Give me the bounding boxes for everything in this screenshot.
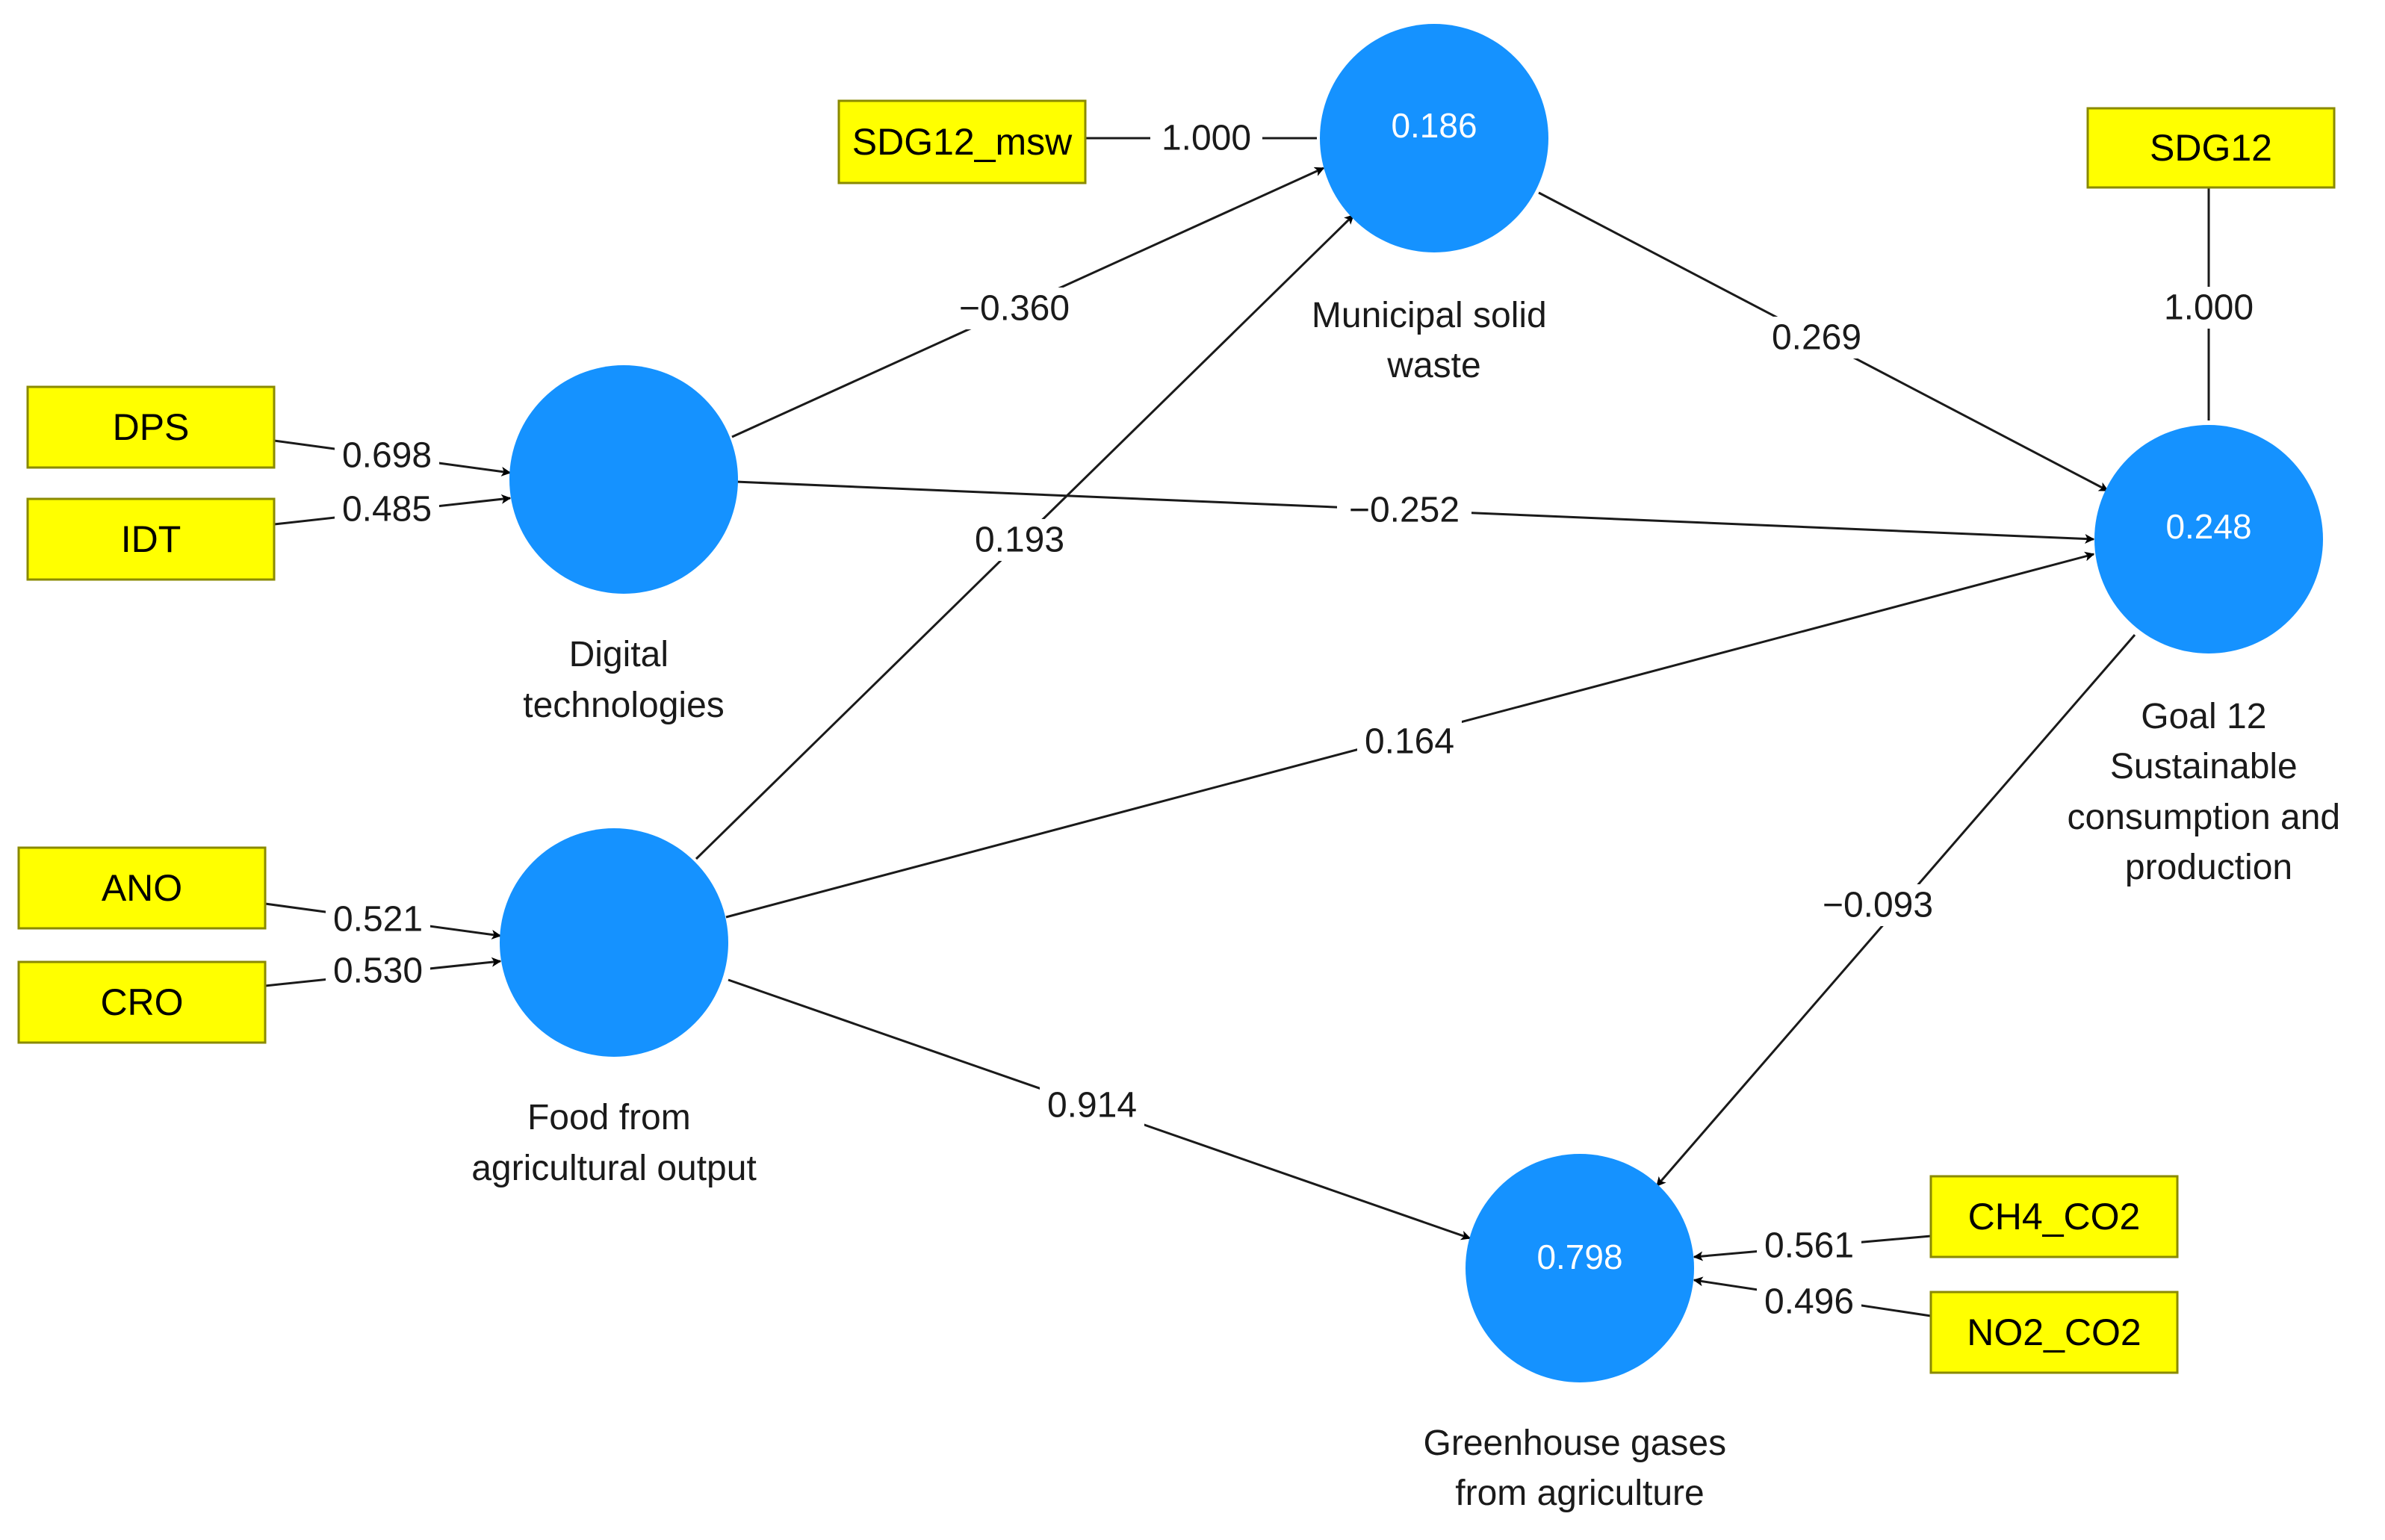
indicator-idt[interactable]: IDT <box>26 497 276 581</box>
svg-text:0.521: 0.521 <box>333 900 423 940</box>
loading-label-idt: 0.485 <box>335 488 439 530</box>
label-food-agricultural-output: Food from agricultural output <box>471 1098 757 1188</box>
construct-food-agricultural-output[interactable] <box>500 828 728 1057</box>
svg-text:0.269: 0.269 <box>1772 318 1861 358</box>
indicator-sdg12[interactable]: SDG12 <box>2086 107 2336 189</box>
path-label-food-msw: 0.193 <box>967 519 1072 561</box>
svg-text:SDG12: SDG12 <box>2150 127 2272 169</box>
svg-text:0.561: 0.561 <box>1764 1226 1854 1266</box>
svg-text:−0.360: −0.360 <box>959 289 1070 329</box>
svg-text:CH4_CO2: CH4_CO2 <box>1968 1196 2141 1238</box>
construct-goal-12[interactable]: 0.248 <box>2094 425 2323 653</box>
loading-label-cro: 0.530 <box>326 950 430 992</box>
svg-text:−0.093: −0.093 <box>1823 886 1933 925</box>
construct-labels: Municipal solid waste Digital technologi… <box>471 296 2351 1513</box>
label-goal-12: Goal 12 Sustainable consumption and prod… <box>2068 697 2351 887</box>
loading-label-sdg12-msw: 1.000 <box>1150 118 1262 160</box>
indicator-dps[interactable]: DPS <box>26 385 276 469</box>
indicator-cro[interactable]: CRO <box>17 960 267 1044</box>
path-label-food-ghg: 0.914 <box>1040 1084 1144 1126</box>
svg-text:0.698: 0.698 <box>342 436 432 476</box>
construct-greenhouse-gases[interactable]: 0.798 <box>1466 1154 1694 1382</box>
loading-label-ch4-co2: 0.561 <box>1757 1225 1861 1267</box>
svg-text:0.193: 0.193 <box>975 521 1064 560</box>
loading-label-no2-co2: 0.496 <box>1757 1281 1861 1323</box>
svg-text:0.164: 0.164 <box>1365 722 1454 762</box>
svg-text:0.496: 0.496 <box>1764 1282 1854 1322</box>
svg-text:NO2_CO2: NO2_CO2 <box>1967 1311 2141 1353</box>
loading-label-ano: 0.521 <box>326 898 430 940</box>
indicators: SDG12_msw SDG12 DPS IDT ANO CRO CH4_CO2 <box>17 99 2336 1374</box>
svg-text:0.530: 0.530 <box>333 951 423 991</box>
path-label-digital-msw: −0.360 <box>947 288 1082 329</box>
svg-text:1.000: 1.000 <box>2164 288 2254 328</box>
svg-text:0.485: 0.485 <box>342 490 432 530</box>
path-label-digital-goal12: −0.252 <box>1337 489 1471 531</box>
r-squared-value: 0.186 <box>1391 106 1477 145</box>
connections <box>264 137 2210 1317</box>
indicator-ch4-co2[interactable]: CH4_CO2 <box>1929 1175 2179 1258</box>
svg-text:IDT: IDT <box>121 518 182 560</box>
svg-text:CRO: CRO <box>100 981 183 1023</box>
svg-text:1.000: 1.000 <box>1162 119 1251 158</box>
path-label-food-goal12: 0.164 <box>1357 721 1462 763</box>
construct-digital-technologies[interactable] <box>509 365 738 594</box>
label-municipal-solid-waste: Municipal solid waste <box>1312 296 1557 385</box>
indicator-no2-co2[interactable]: NO2_CO2 <box>1929 1291 2179 1374</box>
constructs: 0.186 0.248 0.798 <box>500 24 2323 1382</box>
svg-text:SDG12_msw: SDG12_msw <box>852 121 1073 163</box>
label-greenhouse-gases: Greenhouse gases from agriculture <box>1424 1423 1737 1513</box>
loading-label-dps: 0.698 <box>335 435 439 476</box>
loading-label-sdg12: 1.000 <box>2153 287 2265 329</box>
path-label-goal12-ghg: −0.093 <box>1811 884 1945 926</box>
indicator-sdg12-msw[interactable]: SDG12_msw <box>837 99 1087 184</box>
svg-text:0.914: 0.914 <box>1047 1086 1137 1125</box>
r-squared-value: 0.798 <box>1536 1238 1622 1276</box>
path-label-msw-goal12: 0.269 <box>1764 317 1869 358</box>
svg-text:DPS: DPS <box>113 406 190 448</box>
construct-municipal-solid-waste[interactable]: 0.186 <box>1320 24 1548 252</box>
svg-text:−0.252: −0.252 <box>1349 491 1460 530</box>
r-squared-value: 0.248 <box>2165 507 2251 546</box>
indicator-ano[interactable]: ANO <box>17 846 267 930</box>
coefficient-labels: 1.000 1.000 0.698 0.485 0.521 0.530 0.56… <box>326 118 2265 1323</box>
label-digital-technologies: Digital technologies <box>523 635 725 725</box>
svg-text:ANO: ANO <box>102 867 182 909</box>
